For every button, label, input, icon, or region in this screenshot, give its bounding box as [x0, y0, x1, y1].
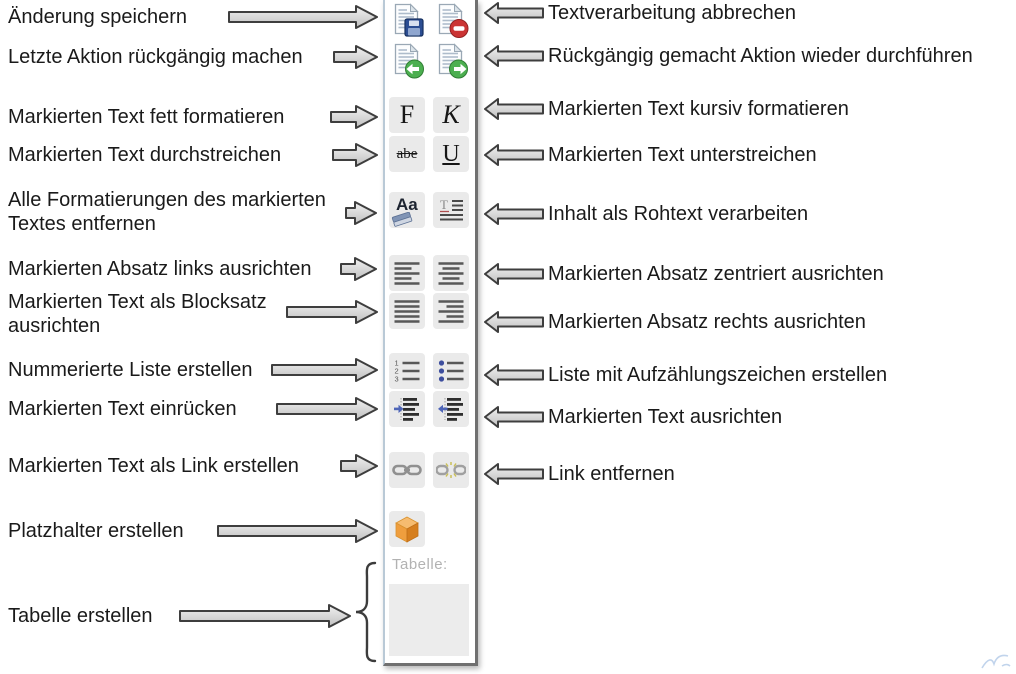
align-left-icon — [394, 262, 420, 285]
clear-formatting-icon: Aa — [389, 192, 425, 228]
align-center-icon — [438, 262, 464, 285]
svg-text:T: T — [440, 197, 448, 212]
pointer-arrow — [286, 300, 378, 324]
redo-button[interactable] — [433, 43, 469, 79]
label-cancel-processing: Textverarbeitung abbrechen — [548, 2, 796, 24]
editor-toolbar: F K abe U Aa T — [383, 0, 478, 666]
label-bold-format: Markierten Text fett formatieren — [8, 106, 285, 128]
table-section-brace — [349, 560, 379, 664]
svg-text:1: 1 — [395, 359, 399, 368]
outdent-button[interactable] — [433, 391, 469, 427]
raw-text-button[interactable]: T — [433, 192, 469, 228]
label-create-link: Markierten Text als Link erstellen — [8, 455, 299, 477]
label-align-left: Markierten Absatz links ausrichten — [8, 258, 312, 280]
pointer-arrow — [484, 203, 544, 225]
label-justify: Markierten Text als Blocksatz ausrichten — [8, 291, 267, 337]
pointer-arrow — [484, 463, 544, 485]
align-right-button[interactable] — [433, 293, 469, 329]
table-create-area[interactable] — [389, 584, 469, 656]
label-bullet-list: Liste mit Aufzählungszeichen erstellen — [548, 364, 888, 386]
indent-icon — [394, 398, 419, 421]
pointer-arrow — [330, 105, 378, 129]
redo-icon — [438, 43, 468, 79]
pointer-arrow — [217, 519, 378, 543]
label-align-right: Markierten Absatz rechts ausrichten — [548, 311, 866, 333]
label-underline: Markierten Text unterstreichen — [548, 144, 817, 166]
placeholder-button[interactable] — [389, 511, 425, 547]
underline-icon: U — [442, 140, 460, 167]
justify-button[interactable] — [389, 293, 425, 329]
pointer-arrow — [484, 311, 544, 333]
pointer-arrow — [484, 45, 544, 67]
cancel-button[interactable] — [433, 3, 469, 39]
pointer-arrow — [484, 364, 544, 386]
strikethrough-button[interactable]: abe — [389, 136, 425, 172]
pointer-arrow — [484, 263, 544, 285]
strikethrough-icon: abe — [396, 145, 418, 162]
label-placeholder: Platzhalter erstellen — [8, 520, 184, 542]
label-italic-format: Markierten Text kursiv formatieren — [548, 98, 849, 120]
pointer-arrow — [484, 406, 544, 428]
link-icon — [392, 464, 422, 476]
raw-text-icon: T — [439, 197, 463, 220]
bullet-list-icon — [438, 360, 464, 382]
undo-button[interactable] — [389, 43, 425, 79]
pointer-arrow — [340, 257, 377, 281]
pointer-arrow — [345, 201, 377, 225]
watermark — [980, 650, 1014, 672]
justify-icon — [394, 300, 420, 323]
pointer-arrow — [332, 143, 378, 167]
pointer-arrow — [271, 358, 378, 382]
numbered-list-button[interactable]: 1 2 3 — [389, 353, 425, 389]
svg-text:2: 2 — [395, 367, 399, 376]
label-indent: Markierten Text einrücken — [8, 398, 237, 420]
label-clear-formatting: Alle Formatierungen des markierten Texte… — [8, 189, 326, 235]
label-raw-text: Inhalt als Rohtext verarbeiten — [548, 203, 809, 225]
cancel-icon — [438, 3, 469, 38]
pointer-arrow — [484, 2, 544, 24]
pointer-arrow — [179, 604, 351, 628]
label-redo-action: Rückgängig gemacht Aktion wieder durchfü… — [548, 45, 973, 67]
pointer-arrow — [484, 98, 544, 120]
table-label: Tabelle: — [392, 556, 448, 573]
align-right-icon — [438, 300, 464, 323]
save-button[interactable] — [389, 3, 425, 39]
pointer-arrow — [333, 45, 378, 69]
indent-button[interactable] — [389, 391, 425, 427]
save-icon — [394, 3, 424, 37]
label-align-center: Markierten Absatz zentriert ausrichten — [548, 263, 884, 285]
italic-button[interactable]: K — [433, 97, 469, 133]
underline-button[interactable]: U — [433, 136, 469, 172]
bold-icon: F — [399, 100, 415, 129]
placeholder-cube-icon — [395, 516, 419, 543]
outdent-icon — [438, 398, 463, 421]
pointer-arrow — [276, 397, 378, 421]
label-undo-last-action: Letzte Aktion rückgängig machen — [8, 46, 303, 68]
undo-icon — [394, 43, 424, 79]
label-create-table: Tabelle erstellen — [8, 605, 153, 627]
label-numbered-list: Nummerierte Liste erstellen — [8, 359, 253, 381]
pointer-arrow — [340, 454, 378, 478]
bullet-list-button[interactable] — [433, 353, 469, 389]
unlink-icon — [436, 462, 466, 478]
pointer-arrow — [484, 144, 544, 166]
align-left-button[interactable] — [389, 255, 425, 291]
label-save-change: Änderung speichern — [8, 6, 188, 28]
bold-button[interactable]: F — [389, 97, 425, 133]
unlink-button[interactable] — [433, 452, 469, 488]
clear-formatting-button[interactable]: Aa — [389, 192, 425, 228]
svg-text:3: 3 — [395, 375, 399, 384]
italic-icon: K — [442, 100, 460, 129]
align-center-button[interactable] — [433, 255, 469, 291]
numbered-list-icon: 1 2 3 — [395, 359, 420, 384]
link-button[interactable] — [389, 452, 425, 488]
label-outdent: Markierten Text ausrichten — [548, 406, 783, 428]
pointer-arrow — [228, 5, 378, 29]
label-remove-link: Link entfernen — [548, 463, 675, 485]
label-strikethrough: Markierten Text durchstreichen — [8, 144, 282, 166]
